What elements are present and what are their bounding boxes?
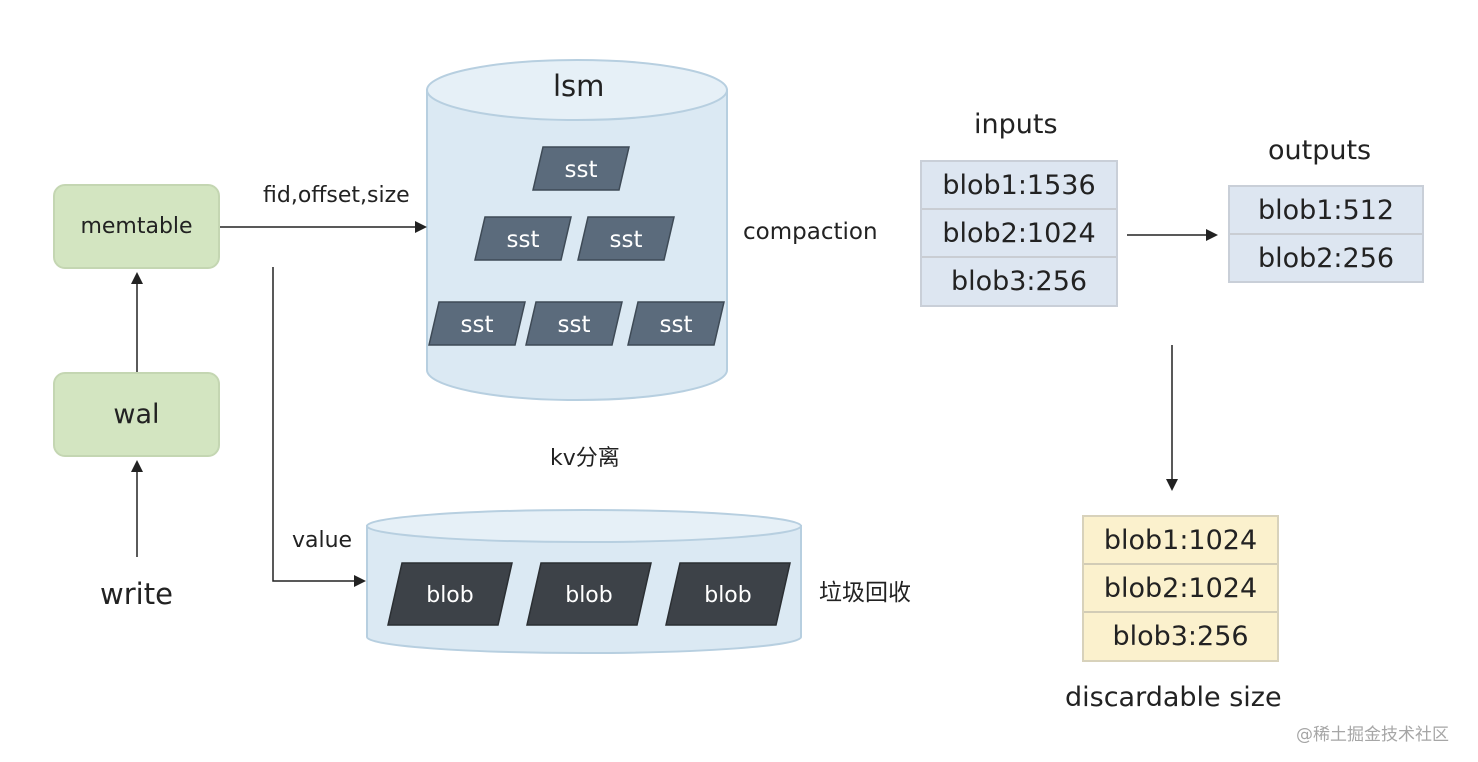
kv-separation-label: kv分离 bbox=[550, 446, 620, 471]
memtable-box: memtable bbox=[53, 184, 220, 269]
inputs-row: blob1:1536 bbox=[922, 162, 1116, 210]
memtable-label: memtable bbox=[80, 214, 193, 239]
sst-block-label: sst bbox=[610, 227, 643, 253]
blob-block: blob bbox=[387, 562, 513, 626]
inputs-row: blob3:256 bbox=[950, 266, 1088, 297]
lsm-title: lsm bbox=[553, 69, 605, 103]
inputs-row: blob2:1024 bbox=[922, 210, 1116, 258]
sst-block-label: sst bbox=[565, 157, 598, 183]
write-label: write bbox=[100, 577, 173, 611]
value-label: value bbox=[292, 528, 353, 553]
blob-block-label: blob bbox=[426, 583, 474, 608]
blob-block-label: blob bbox=[704, 583, 752, 608]
sst-blocks: sst sst sst sst sst sst bbox=[428, 146, 725, 346]
outputs-row: blob2:256 bbox=[1257, 242, 1395, 274]
sst-block: sst bbox=[532, 146, 630, 191]
discardable-row: blob3:256 bbox=[1112, 621, 1249, 652]
compaction-label: compaction bbox=[743, 219, 878, 245]
sst-block-label: sst bbox=[507, 227, 540, 253]
wal-box: wal bbox=[53, 372, 220, 457]
fid-offset-size-label: fid,offset,size bbox=[263, 183, 410, 208]
outputs-title: outputs bbox=[1268, 135, 1372, 166]
sst-block: sst bbox=[577, 216, 675, 261]
sst-block: sst bbox=[525, 301, 623, 346]
discardable-row: blob1:1024 bbox=[1084, 517, 1277, 565]
inputs-title: inputs bbox=[974, 109, 1058, 140]
sst-block-label: sst bbox=[660, 312, 693, 338]
inputs-table: blob1:1536 blob2:1024 blob3:256 bbox=[920, 160, 1118, 307]
discardable-row: blob2:1024 bbox=[1084, 565, 1277, 613]
watermark: @稀土掘金技术社区 bbox=[1296, 725, 1449, 745]
outputs-row: blob1:512 bbox=[1230, 187, 1422, 235]
arrow-to-blob-store bbox=[272, 267, 366, 587]
discardable-table: blob1:1024 blob2:1024 blob3:256 bbox=[1082, 515, 1279, 662]
sst-block: sst bbox=[627, 301, 725, 346]
sst-block: sst bbox=[428, 301, 526, 346]
sst-block-label: sst bbox=[461, 312, 494, 338]
sst-block: sst bbox=[474, 216, 572, 261]
lsm-cylinder bbox=[426, 59, 728, 401]
outputs-table: blob1:512 blob2:256 bbox=[1228, 185, 1424, 283]
garbage-collection-label: 垃圾回收 bbox=[819, 580, 911, 606]
blob-blocks: blob blob blob bbox=[387, 562, 791, 626]
discardable-size-title: discardable size bbox=[1065, 682, 1282, 713]
sst-block-label: sst bbox=[558, 312, 591, 338]
blob-block-label: blob bbox=[565, 583, 613, 608]
wal-label: wal bbox=[113, 399, 160, 430]
blob-block: blob bbox=[526, 562, 652, 626]
blob-block: blob bbox=[665, 562, 791, 626]
